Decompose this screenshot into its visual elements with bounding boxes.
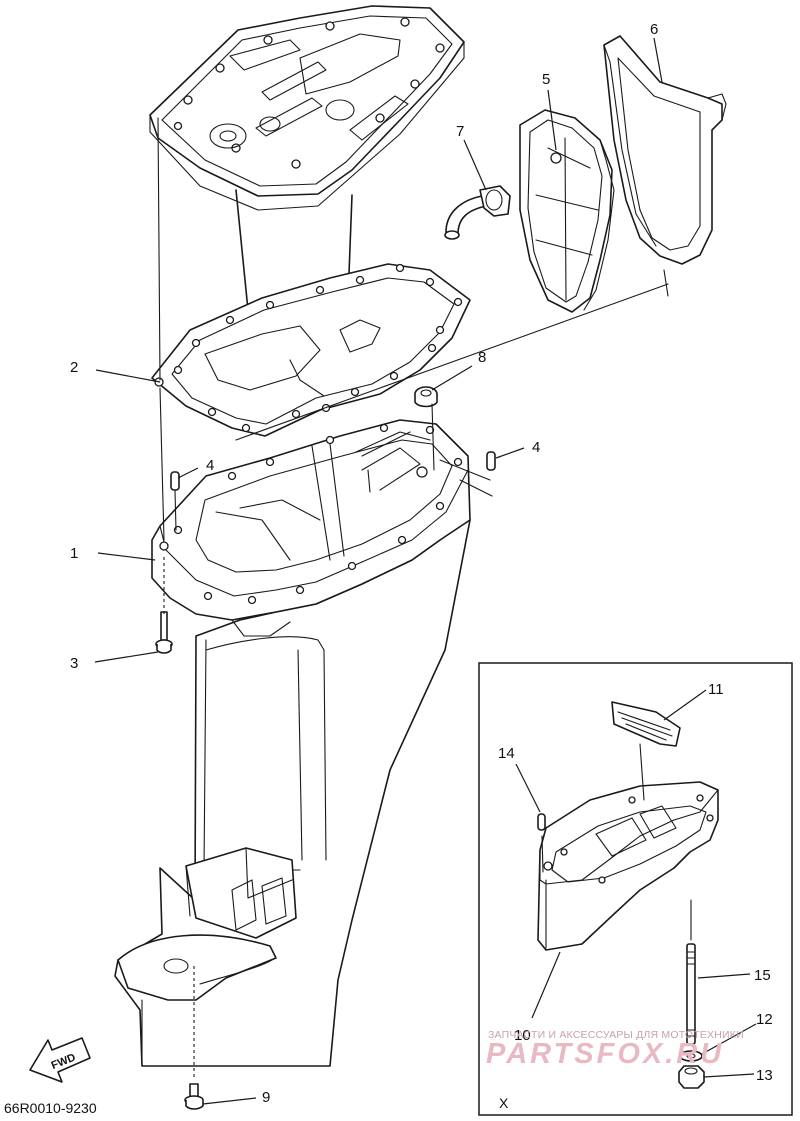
grommet (414, 386, 438, 408)
callout-8: 8 (478, 349, 486, 366)
callout-15: 15 (754, 967, 771, 984)
callout-2: 2 (70, 359, 78, 376)
callout-4-right: 4 (532, 439, 540, 456)
fwd-arrow: FWD (29, 1037, 91, 1083)
exhaust-guide-plate (149, 5, 465, 329)
callout-14: 14 (498, 745, 515, 762)
callout-11: 11 (708, 681, 724, 698)
water-hose (444, 185, 511, 240)
watermark-logo: PARTSFOX.RU (486, 1038, 725, 1070)
rubber-seal-5 (519, 109, 615, 313)
inset-box (478, 662, 793, 1116)
callout-10: 10 (514, 1027, 531, 1044)
callout-4-left: 4 (206, 457, 214, 474)
callout-3: 3 (70, 655, 78, 672)
callout-13: 13 (756, 1067, 773, 1084)
rubber-seal-6 (603, 35, 727, 265)
gasket (151, 263, 471, 437)
callout-1: 1 (70, 545, 78, 562)
watermark-tagline: ЗАПЧАСТИ И АКСЕССУАРЫ ДЛЯ МОТОТЕХНИКИ (488, 1029, 744, 1041)
callout-5: 5 (542, 71, 550, 88)
callout-6: 6 (650, 21, 658, 38)
dowel-pin-left (170, 471, 180, 491)
bolt-3 (155, 611, 173, 654)
callout-12: 12 (756, 1011, 773, 1028)
callout-7: 7 (456, 123, 464, 140)
callout-9: 9 (262, 1089, 270, 1106)
bolt-9 (184, 1083, 204, 1110)
inset-label: X (499, 1095, 509, 1111)
dowel-pin-right (486, 451, 496, 471)
part-code: 66R0010-9230 (4, 1100, 97, 1116)
upper-casing (114, 419, 471, 1067)
